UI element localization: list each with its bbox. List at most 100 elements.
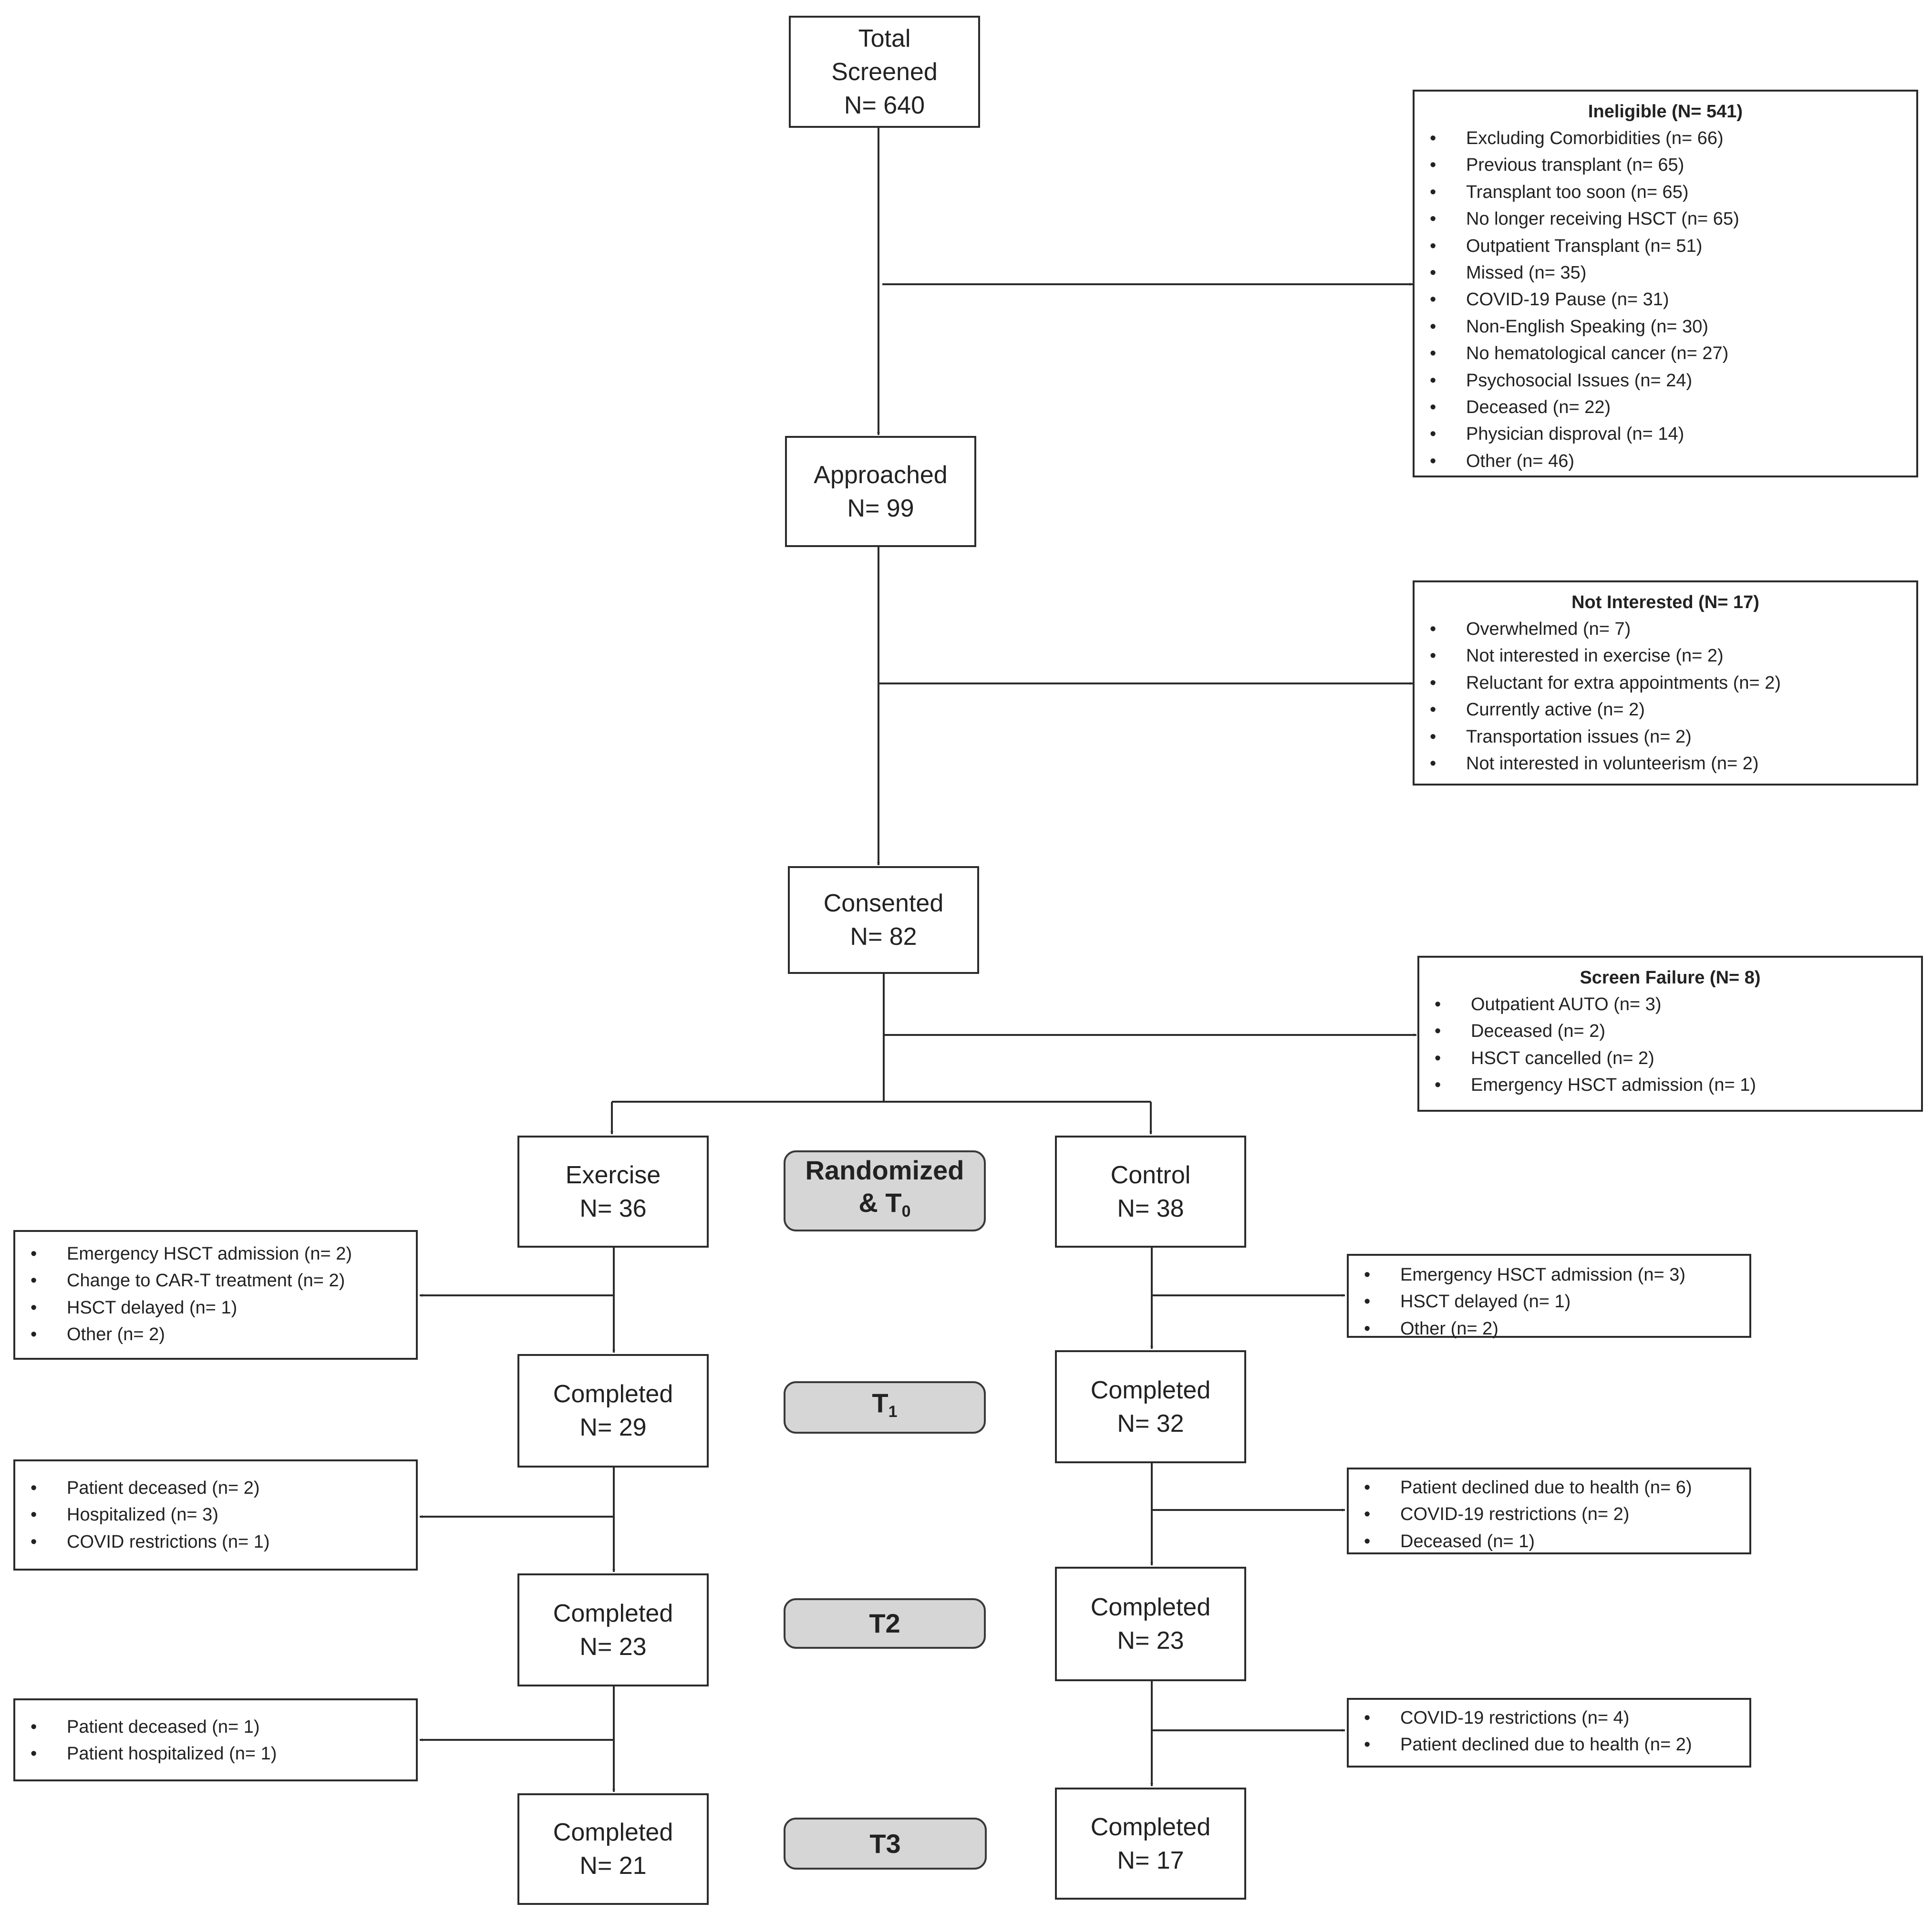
pill-line: Randomized <box>805 1155 964 1185</box>
list-item-text: Reluctant for extra appointments (n= 2) <box>1466 672 1781 693</box>
list-item: • HSCT delayed (n= 1) <box>1358 1288 1740 1315</box>
control-t1-box: Completed N= 32 <box>1055 1350 1246 1463</box>
bullet-icon: • <box>31 1744 37 1764</box>
bullet-icon: • <box>1364 1708 1371 1728</box>
box-line: N= 32 <box>1117 1409 1184 1437</box>
list-item-text: Deceased (n= 2) <box>1471 1021 1605 1042</box>
list-item-text: Deceased (n= 1) <box>1400 1531 1535 1551</box>
list-item-text: Emergency HSCT admission (n= 2) <box>67 1244 352 1264</box>
list-item: • Deceased (n= 1) <box>1358 1528 1740 1555</box>
list-item-text: Change to CAR-T treatment (n= 2) <box>67 1271 345 1291</box>
total-screened-box: Total Screened N= 640 <box>789 16 980 128</box>
approached-box: Approached N= 99 <box>785 436 976 547</box>
list-item-text: Physician disproval (n= 14) <box>1466 424 1684 445</box>
ineligible-title: Ineligible (N= 541) <box>1588 102 1743 122</box>
bullet-icon: • <box>1430 182 1436 202</box>
bullet-icon: • <box>1430 672 1436 693</box>
box-line: Exercise <box>565 1161 661 1189</box>
screen-failure-box: Screen Failure (N= 8) •Outpatient AUTO (… <box>1417 956 1923 1112</box>
list-item: •Hospitalized (n= 3) <box>25 1501 406 1528</box>
box-line: Screened <box>831 58 938 86</box>
pill-subscript: 1 <box>888 1403 898 1421</box>
list-item: •Overwhelmed (n= 7) <box>1424 616 1907 642</box>
pill-line: T3 <box>869 1828 901 1859</box>
bullet-icon: • <box>1430 451 1436 471</box>
list-item: • Patient hospitalized (n= 1) <box>25 1740 406 1767</box>
bullet-icon: • <box>1430 424 1436 445</box>
list-item-text: Excluding Comorbidities (n= 66) <box>1466 128 1724 148</box>
t3-label: T3 <box>784 1818 987 1870</box>
box-line: N= 99 <box>847 494 914 522</box>
pill-line: & T0 <box>858 1187 910 1228</box>
not-interested-title: Not Interested (N= 17) <box>1571 592 1759 612</box>
list-item-text: Emergency HSCT admission (n= 3) <box>1400 1265 1686 1285</box>
bullet-icon: • <box>1430 754 1436 774</box>
control-dropout-t3-box: • COVID-19 restrictions (n= 4) • Patient de… <box>1347 1698 1751 1768</box>
list-item: • Deceased (n= 22) <box>1424 394 1907 421</box>
bullet-icon: • <box>1430 209 1436 229</box>
consented-box: Consented N= 82 <box>788 866 979 974</box>
bullet-icon: • <box>1364 1735 1371 1755</box>
bullet-icon: • <box>1364 1292 1371 1312</box>
list-item: •Patient deceased (n= 1) <box>25 1714 406 1740</box>
list-item: •Change to CAR-T treatment (n= 2) <box>25 1267 406 1294</box>
list-item: •Emergency HSCT admission (n= 3) <box>1358 1262 1740 1288</box>
list-item: •Excluding Comorbidities (n= 66) <box>1424 125 1907 152</box>
randomized-t0-label: Randomized & T0 <box>784 1150 986 1231</box>
pill-line: T1 <box>872 1387 897 1428</box>
list-item: •Outpatient AUTO (n= 3) <box>1429 991 1911 1018</box>
box-line: Completed <box>553 1819 673 1846</box>
box-line: N= 23 <box>1117 1627 1184 1654</box>
bullet-icon: • <box>1364 1531 1371 1551</box>
box-line: Completed <box>1090 1376 1211 1404</box>
list-item-text: COVID-19 restrictions (n= 2) <box>1400 1504 1630 1525</box>
list-item: •COVID-19 restrictions (n= 2) <box>1358 1501 1740 1528</box>
bullet-icon: • <box>31 1531 37 1552</box>
bullet-icon: • <box>1435 1048 1441 1068</box>
pill-subscript: 0 <box>901 1202 911 1220</box>
list-item: •Not interested in exercise (n= 2) <box>1424 642 1907 669</box>
list-item-text: Other (n= 46) <box>1466 451 1575 471</box>
box-line: Consented <box>823 889 944 917</box>
bullet-icon: • <box>31 1244 37 1264</box>
list-item-text: Emergency HSCT admission (n= 1) <box>1471 1075 1756 1096</box>
list-item-text: COVID-19 Pause (n= 31) <box>1466 290 1669 310</box>
list-item-text: Patient hospitalized (n= 1) <box>67 1744 277 1764</box>
list-item: • COVID-19 restrictions (n= 4) <box>1358 1705 1740 1731</box>
list-item-text: Deceased (n= 22) <box>1466 397 1611 418</box>
list-item: •Currently active (n= 2) <box>1424 696 1907 723</box>
bullet-icon: • <box>1430 290 1436 310</box>
list-item-text: Patient declined due to health (n= 2) <box>1400 1735 1692 1755</box>
list-item-text: HSCT delayed (n= 1) <box>1400 1292 1571 1312</box>
list-item-text: Non-English Speaking (n= 30) <box>1466 316 1709 337</box>
list-item: •COVID restrictions (n= 1) <box>25 1529 406 1555</box>
list-item-text: Patient declined due to health (n= 6) <box>1400 1478 1692 1498</box>
list-item: • Reluctant for extra appointments (n= 2) <box>1424 670 1907 696</box>
bullet-icon: • <box>1435 1021 1441 1042</box>
exercise-dropout-t2-box: •Patient deceased (n= 2)•Hospitalized (n… <box>13 1459 418 1571</box>
exercise-t3-box: Completed N= 21 <box>517 1793 709 1905</box>
bullet-icon: • <box>1430 236 1436 256</box>
bullet-icon: • <box>1430 155 1436 176</box>
control-box: Control N= 38 <box>1055 1136 1246 1248</box>
control-t3-box: Completed N= 17 <box>1055 1788 1246 1900</box>
list-item-text: Currently active (n= 2) <box>1466 700 1645 720</box>
bullet-icon: • <box>1430 343 1436 364</box>
list-item-text: No longer receiving HSCT (n= 65) <box>1466 209 1739 229</box>
list-item-text: HSCT cancelled (n= 2) <box>1471 1048 1654 1068</box>
list-item: • HSCT cancelled (n= 2) <box>1429 1045 1911 1072</box>
list-item-text: COVID-19 restrictions (n= 4) <box>1400 1708 1630 1728</box>
not-interested-list: •Overwhelmed (n= 7)•Not interested in ex… <box>1424 616 1907 777</box>
list-item: •Non-English Speaking (n= 30) <box>1424 313 1907 340</box>
box-line: Completed <box>1090 1813 1211 1841</box>
box-line: Completed <box>553 1599 673 1627</box>
list-item: • Patient declined due to health (n= 2) <box>1358 1731 1740 1758</box>
list-item-text: Transportation issues (n= 2) <box>1466 726 1692 747</box>
list-item: •Previous transplant (n= 65) <box>1424 152 1907 178</box>
list-item-text: Psychosocial Issues (n= 24) <box>1466 370 1693 391</box>
box-line: N= 38 <box>1117 1194 1184 1222</box>
pill-line: T2 <box>869 1608 900 1638</box>
bullet-icon: • <box>1430 646 1436 666</box>
bullet-icon: • <box>1430 397 1436 418</box>
bullet-icon: • <box>31 1505 37 1525</box>
